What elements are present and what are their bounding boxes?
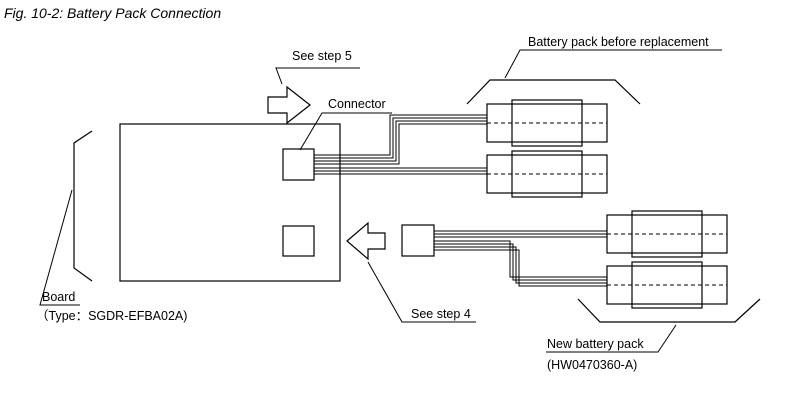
board-bracket <box>73 130 93 282</box>
old-pack-wires <box>314 114 487 175</box>
label-new-battery: New battery pack <box>547 337 644 351</box>
arrow-left-icon <box>346 221 386 261</box>
new-pack-wires <box>434 230 607 287</box>
label-board: Board <box>42 290 75 304</box>
label-new-battery-model: (HW0470360-A) <box>547 358 637 372</box>
old-pack-leader <box>504 49 722 79</box>
old-pack-bracket <box>466 79 641 105</box>
see-step-4-leader <box>367 261 476 323</box>
new-battery-cell-1 <box>606 210 728 258</box>
arrow-right-icon <box>267 85 311 125</box>
label-board-type: （Type：SGDR-EFBA02A) <box>36 309 187 323</box>
new-pack-bracket <box>577 298 761 323</box>
label-battery-before: Battery pack before replacement <box>528 35 709 49</box>
board-outline <box>119 123 341 282</box>
new-pack-leader <box>546 324 677 353</box>
board-leader <box>39 189 80 306</box>
label-see-step-4: See step 4 <box>411 307 471 321</box>
new-battery-cell-2 <box>606 261 728 309</box>
new-pack-connector <box>401 224 435 257</box>
see-step-5-leader <box>275 67 360 85</box>
connector-leader <box>299 112 392 151</box>
old-battery-cell-2 <box>486 150 608 198</box>
old-battery-cell-1 <box>486 99 608 147</box>
label-see-step-5: See step 5 <box>292 49 352 63</box>
board-connector-slot <box>282 225 315 257</box>
figure-caption: Fig. 10-2: Battery Pack Connection <box>4 5 221 21</box>
label-connector: Connector <box>328 97 386 111</box>
board-connector-top <box>282 148 315 181</box>
